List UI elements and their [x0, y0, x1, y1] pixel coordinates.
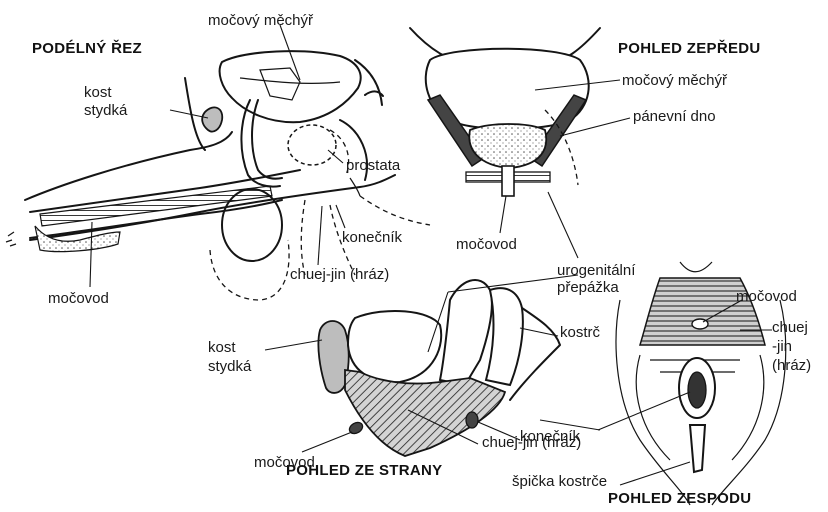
label-perineum-below: chuej -jin (hráz)	[772, 318, 811, 375]
label-rectum-sagittal: konečník	[342, 229, 402, 246]
label-coccyx-side: kostrč	[560, 324, 600, 341]
label-prostate: prostata	[346, 157, 400, 174]
label-bladder-sagittal: močový měchýř	[208, 12, 313, 29]
label-urethra-side: močovod	[254, 454, 315, 471]
label-coccyx-tip: špička kostrče	[512, 473, 607, 490]
sagittal-section-drawing	[6, 51, 430, 300]
title-front: POHLED ZEPŘEDU	[618, 40, 761, 57]
label-urethra-sagittal: močovod	[48, 290, 109, 307]
label-urethra-below: močovod	[736, 288, 797, 305]
label-urogenital-diaphragm: urogenitální přepážka	[557, 262, 635, 296]
label-pubic-bone-sagittal: kost stydká	[84, 84, 127, 120]
label-pubic-bone-side: kost stydká	[208, 338, 251, 376]
label-bladder-front: močový měchýř	[622, 72, 727, 89]
label-perineum-sagittal: chuej-jin (hráz)	[290, 266, 389, 283]
label-urethra-front: močovod	[456, 236, 517, 253]
title-sagittal: PODÉLNÝ ŘEZ	[32, 40, 142, 57]
title-below: POHLED ZESPODU	[608, 490, 751, 507]
label-pelvic-floor: pánevní dno	[633, 108, 716, 125]
label-perineum-side: chuej-jin (hráz)	[482, 434, 581, 451]
front-view-drawing	[410, 28, 600, 196]
